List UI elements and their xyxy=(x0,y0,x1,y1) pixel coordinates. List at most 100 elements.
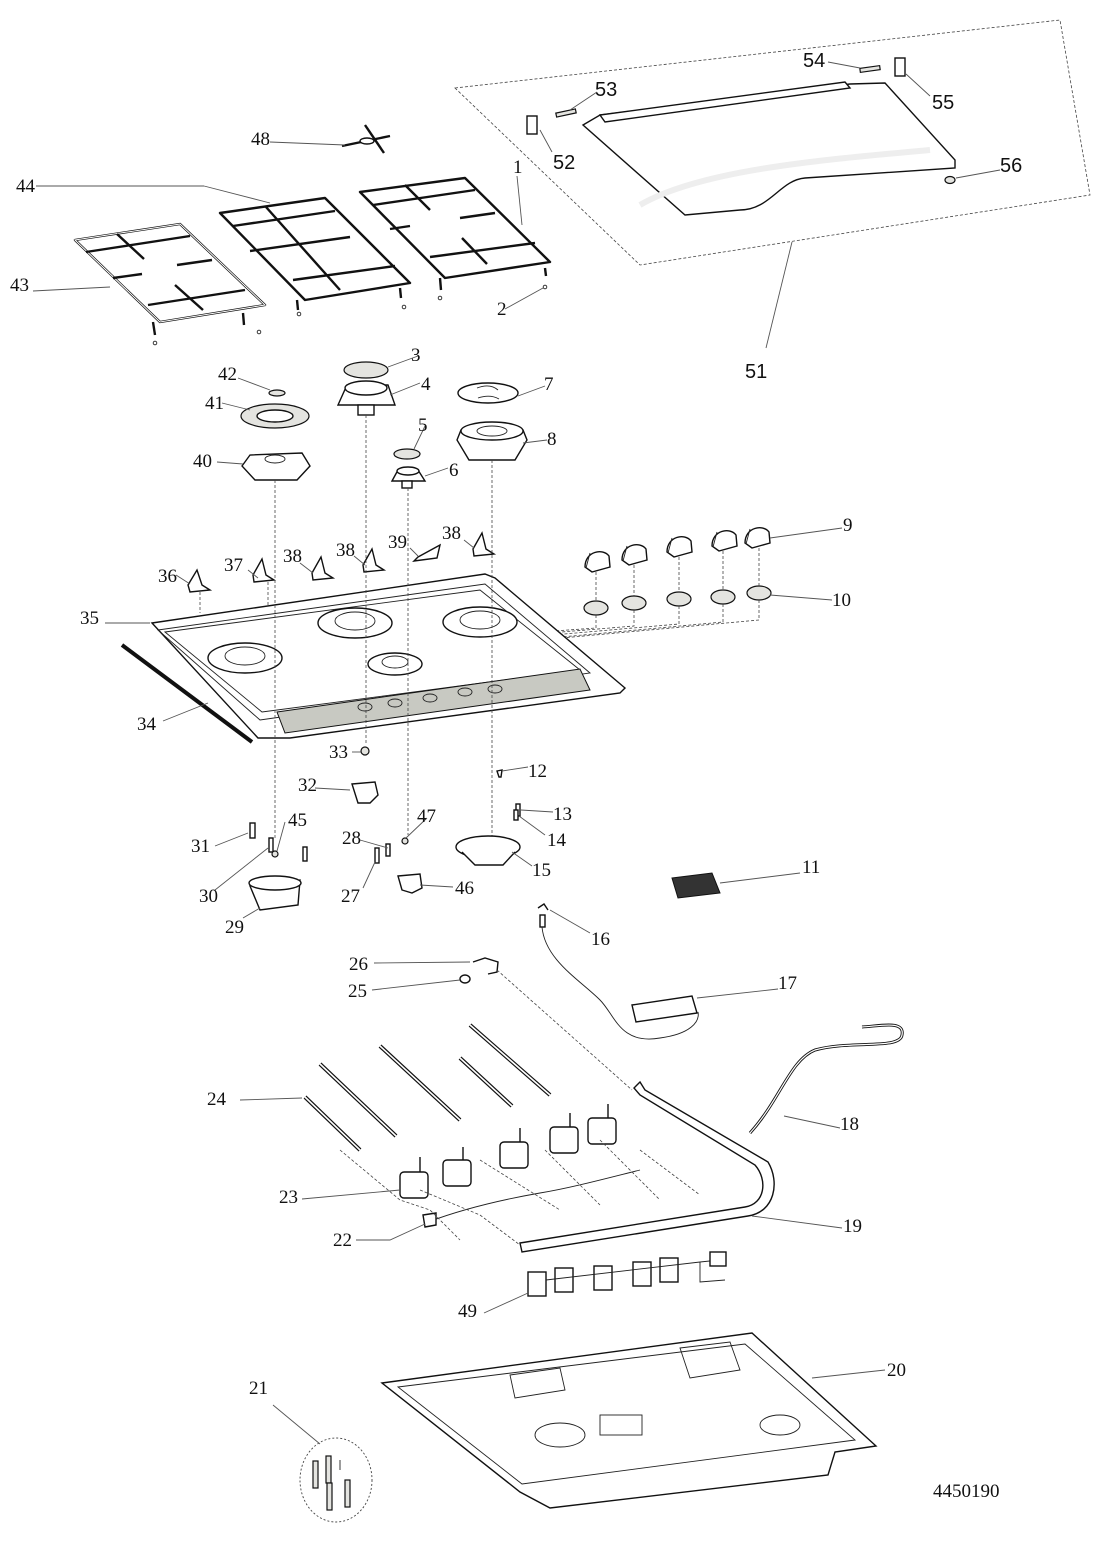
callout-25: 25 xyxy=(348,981,367,1002)
hinge-spring-left[interactable] xyxy=(555,108,577,118)
callout-14: 14 xyxy=(547,830,567,851)
control-knob[interactable] xyxy=(584,551,611,573)
callout-36: 36 xyxy=(158,566,177,587)
callout-7: 7 xyxy=(544,374,554,395)
control-knob[interactable] xyxy=(666,536,693,558)
control-knob[interactable] xyxy=(744,527,771,549)
knob-bezel[interactable] xyxy=(666,591,692,607)
thermocouple[interactable] xyxy=(249,822,256,839)
gas-elbow[interactable] xyxy=(472,957,499,975)
pan-support-center[interactable] xyxy=(218,196,412,311)
hob-seal-strip[interactable] xyxy=(120,643,254,744)
callout-15: 15 xyxy=(532,860,551,881)
spark-electrode[interactable] xyxy=(268,837,274,853)
support-bracket[interactable] xyxy=(187,568,213,593)
burner-recess-front xyxy=(367,652,423,676)
lid-hinge-right[interactable] xyxy=(894,57,906,77)
burner-cap-small-fish[interactable] xyxy=(268,389,286,397)
burner-recess-rear-right xyxy=(442,606,518,638)
injector[interactable] xyxy=(360,746,370,756)
callout-44: 44 xyxy=(16,176,36,197)
callout-26: 26 xyxy=(349,954,368,975)
callout-21: 21 xyxy=(249,1378,268,1399)
lid-hinge-left[interactable] xyxy=(526,115,538,135)
hinge-spring-right[interactable] xyxy=(859,64,881,74)
wok-reducer[interactable] xyxy=(341,124,391,154)
burner-cup-large[interactable] xyxy=(248,875,302,911)
seal[interactable] xyxy=(459,974,471,984)
knob-bezel[interactable] xyxy=(583,600,609,616)
support-bracket[interactable] xyxy=(472,531,497,557)
burner-components xyxy=(214,746,591,934)
callout-11: 11 xyxy=(802,857,820,878)
support-bracket[interactable] xyxy=(362,547,387,573)
burner-recess-left xyxy=(207,642,283,674)
burner-cup-triple-ring[interactable] xyxy=(455,835,521,866)
gas-manifold[interactable] xyxy=(519,1080,775,1253)
support-bracket[interactable] xyxy=(412,543,442,562)
thermocouple-clip[interactable] xyxy=(537,903,549,911)
injector[interactable] xyxy=(401,837,409,845)
gas-taps[interactable] xyxy=(399,1104,617,1199)
burner-cap-triple-ring[interactable] xyxy=(457,382,519,404)
callout-41: 41 xyxy=(205,393,224,414)
injector[interactable] xyxy=(271,850,279,858)
support-bracket[interactable] xyxy=(311,555,336,581)
burner-cap-ring-fish[interactable] xyxy=(240,403,310,429)
burner-recess-rear-mid xyxy=(317,607,393,639)
burner-head-triple-ring[interactable] xyxy=(456,421,528,461)
thermocouple[interactable] xyxy=(302,846,308,862)
callout-49: 49 xyxy=(458,1301,477,1322)
callout-53: 53 xyxy=(595,79,617,101)
glass-lid[interactable] xyxy=(581,82,956,216)
base-tray[interactable] xyxy=(380,1332,878,1509)
callout-24: 24 xyxy=(207,1089,227,1110)
ignition-switch-harness[interactable] xyxy=(527,1251,727,1297)
burner-cap-rapid[interactable] xyxy=(343,361,389,379)
thermocouple[interactable] xyxy=(385,843,391,857)
callout-2: 2 xyxy=(497,299,507,320)
injector[interactable] xyxy=(496,769,503,778)
callout-56: 56 xyxy=(1000,155,1022,177)
burner-head-rapid[interactable] xyxy=(336,380,396,416)
ignition-switch[interactable] xyxy=(422,1212,437,1228)
burner-cup-auxiliary[interactable] xyxy=(397,873,423,894)
callout-38b: 38 xyxy=(336,540,355,561)
ignition-generator[interactable] xyxy=(631,995,698,1023)
gas-distribution xyxy=(239,1023,843,1314)
callout-47: 47 xyxy=(417,806,436,827)
fixing-brackets-kit[interactable] xyxy=(299,1437,373,1523)
knob-bezel[interactable] xyxy=(746,585,772,601)
callout-19: 19 xyxy=(843,1216,862,1237)
callout-42: 42 xyxy=(218,364,237,385)
callout-55: 55 xyxy=(932,92,954,114)
callout-13: 13 xyxy=(553,804,572,825)
pan-support-left[interactable] xyxy=(73,222,267,336)
burner-cap-auxiliary[interactable] xyxy=(393,448,421,460)
callout-35: 35 xyxy=(80,608,99,629)
burner-cup-rapid[interactable] xyxy=(351,781,379,804)
burners xyxy=(216,355,548,489)
terminal-block[interactable] xyxy=(671,872,801,899)
callout-34: 34 xyxy=(137,714,157,735)
burner-head-fish[interactable] xyxy=(241,452,311,481)
spark-electrode[interactable] xyxy=(374,847,380,864)
pan-support-right[interactable] xyxy=(358,176,552,291)
support-brackets xyxy=(175,531,497,593)
callout-43: 43 xyxy=(10,275,29,296)
lid-hinge-bar xyxy=(598,81,852,123)
lid-bumper[interactable] xyxy=(944,175,956,185)
control-knob[interactable] xyxy=(621,544,648,566)
knob-bezel[interactable] xyxy=(710,589,736,605)
thermocouple-pipes[interactable] xyxy=(303,1023,552,1152)
burner-head-auxiliary[interactable] xyxy=(390,466,427,489)
control-knob[interactable] xyxy=(711,530,738,552)
knob-bezel[interactable] xyxy=(621,595,647,611)
callout-38c: 38 xyxy=(442,523,461,544)
mains-cable[interactable] xyxy=(748,1023,904,1135)
callout-9: 9 xyxy=(843,515,853,536)
callout-32: 32 xyxy=(298,775,317,796)
support-bracket[interactable] xyxy=(252,557,277,583)
alignment-lines xyxy=(199,415,493,857)
thermocouple[interactable] xyxy=(513,809,519,821)
